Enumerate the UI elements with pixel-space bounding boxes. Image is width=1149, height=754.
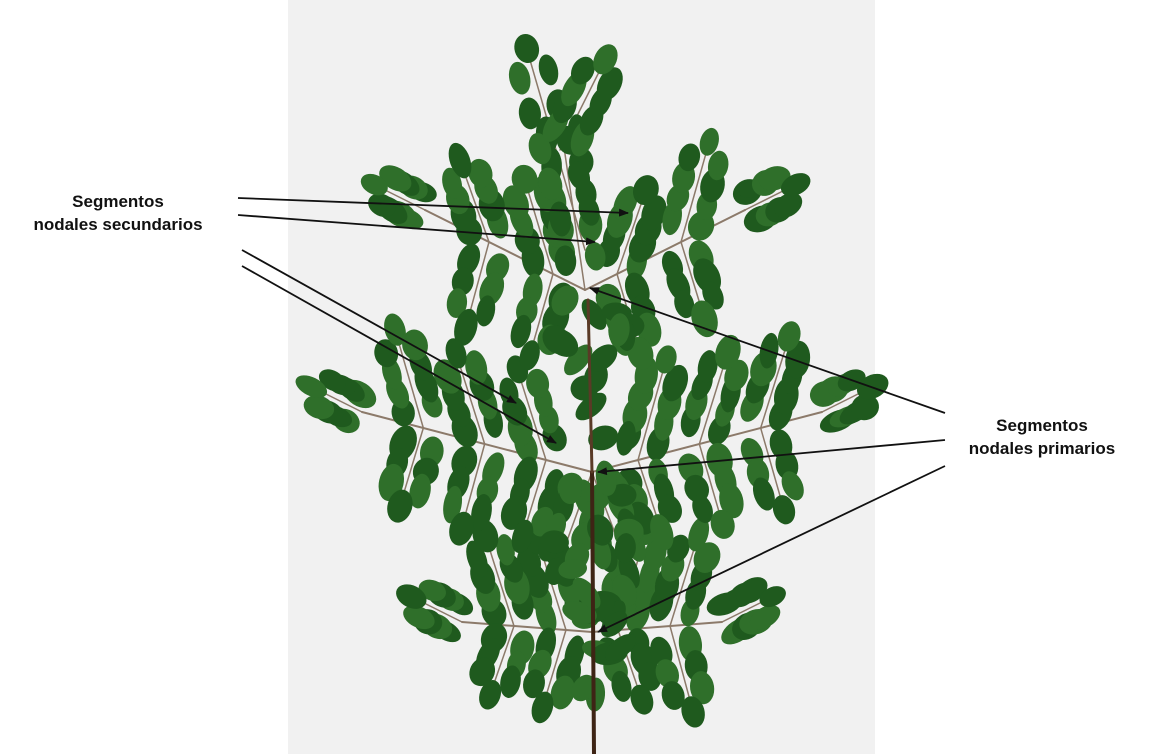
label-secondary-nodal-segments: Segmentos nodales secundarios (8, 190, 228, 236)
label-primary-nodal-segments: Segmentos nodales primarios (942, 414, 1142, 460)
leaflet (511, 31, 543, 66)
primary-pinna-rachis (462, 622, 592, 632)
leaflet (506, 60, 534, 97)
label-secondary-line1: Segmentos (8, 190, 228, 213)
label-primary-line2: nodales primarios (942, 437, 1142, 460)
leaflet (536, 52, 562, 87)
label-secondary-line2: nodales secundarios (8, 213, 228, 236)
label-primary-line1: Segmentos (942, 414, 1142, 437)
